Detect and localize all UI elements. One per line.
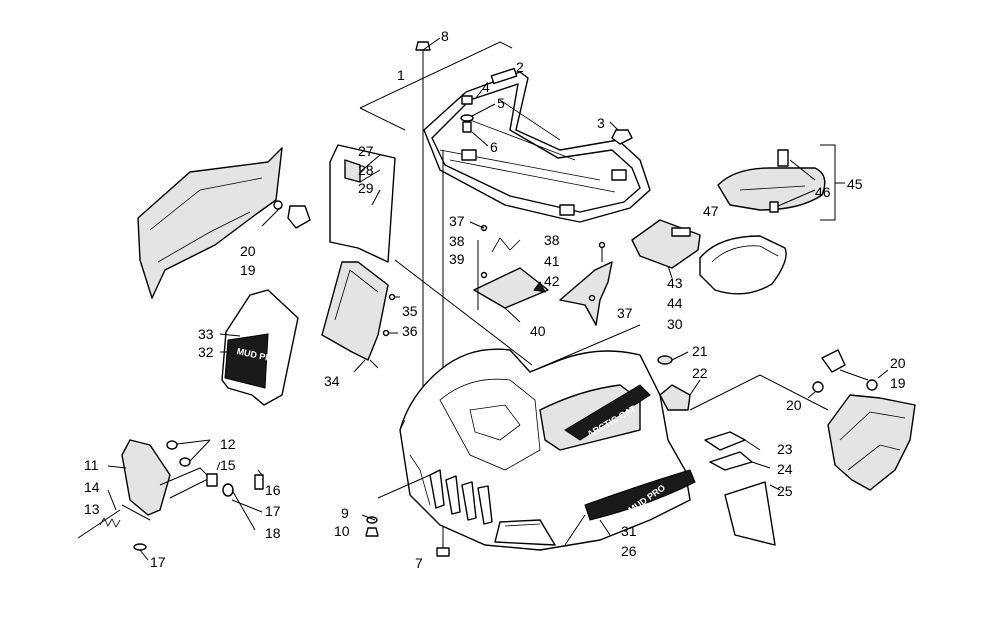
front-rack [423, 67, 651, 223]
part-21-22 [657, 351, 701, 411]
inner-fender-34 [321, 261, 389, 369]
label-6: 6 [490, 139, 498, 155]
storage-lid [717, 149, 826, 213]
label-38b: 38 [544, 232, 560, 248]
decals-23-25 [704, 431, 781, 546]
label-27: 27 [358, 143, 374, 159]
label-25: 25 [777, 483, 793, 499]
sheet-27-29 [329, 144, 396, 263]
label-12: 12 [220, 436, 236, 452]
screws-37-38-39 [469, 221, 488, 279]
label-32: 32 [198, 344, 214, 360]
mudflap-11 [107, 439, 211, 516]
storage-box-44 [699, 235, 787, 295]
label-24: 24 [777, 461, 793, 477]
label-40: 40 [530, 323, 546, 339]
label-31: 31 [621, 523, 637, 539]
hood-leaders [529, 324, 641, 546]
label-19a: 19 [240, 262, 256, 278]
label-3: 3 [597, 115, 605, 131]
label-30: 30 [667, 316, 683, 332]
rack-bracket [359, 41, 513, 131]
right-panel-leaders [689, 369, 889, 411]
tray-43 [631, 219, 701, 279]
label-8: 8 [441, 28, 449, 44]
label-35: 35 [402, 303, 418, 319]
label-20b: 20 [890, 355, 906, 371]
right-side-panel-19 [812, 349, 916, 491]
label-26: 26 [621, 543, 637, 559]
label-5: 5 [497, 95, 505, 111]
label-44: 44 [667, 295, 683, 311]
label-13: 13 [84, 501, 100, 517]
leader-panel-hood [394, 259, 533, 366]
bracket-45 [820, 144, 845, 221]
hardware-12-18 [166, 439, 264, 531]
label-7: 7 [415, 555, 423, 571]
side-cover-32: MUD PRO [221, 289, 299, 406]
bracket-40 [473, 237, 549, 323]
label-14: 14 [84, 479, 100, 495]
label-23: 23 [777, 441, 793, 457]
label-17a: 17 [265, 503, 281, 519]
label-46: 46 [815, 184, 831, 200]
spring-13-14 [77, 489, 151, 561]
label-21: 21 [692, 343, 708, 359]
label-41: 41 [544, 253, 560, 269]
label-18: 18 [265, 525, 281, 541]
label-17b: 17 [150, 554, 166, 570]
leader-34 [353, 359, 366, 373]
label-20a: 20 [240, 243, 256, 259]
nut-3 [609, 121, 633, 145]
parts-9-10 [361, 474, 431, 537]
label-19b: 19 [890, 375, 906, 391]
label-43: 43 [667, 275, 683, 291]
label-45: 45 [847, 176, 863, 192]
label-2: 2 [516, 59, 524, 75]
label-33: 33 [198, 326, 214, 342]
screws-35-36 [382, 293, 400, 337]
leader-20a [261, 205, 283, 227]
label-20c: 20 [786, 397, 802, 413]
label-11: 11 [84, 457, 99, 473]
label-42: 42 [544, 273, 560, 289]
label-9: 9 [341, 505, 349, 521]
label-36: 36 [402, 323, 418, 339]
label-38a: 38 [449, 233, 465, 249]
front-body-30: ARCTIC CAT MUD PRO [399, 348, 696, 551]
label-10: 10 [334, 523, 350, 539]
label-37b: 37 [617, 305, 633, 321]
label-15: 15 [220, 457, 236, 473]
fasteners-4-5-6 [460, 89, 496, 147]
leader-33 [219, 333, 241, 337]
label-47: 47 [703, 203, 719, 219]
bracket-42 [559, 241, 613, 326]
label-4: 4 [482, 79, 490, 95]
label-16: 16 [265, 482, 281, 498]
part-labels: 1 2 3 4 5 6 7 8 9 10 11 12 13 14 15 16 1… [84, 28, 906, 571]
nut-7 [436, 547, 450, 557]
label-34: 34 [324, 373, 340, 389]
label-28: 28 [358, 162, 374, 178]
label-39: 39 [449, 251, 465, 267]
label-37a: 37 [449, 213, 465, 229]
left-side-panel-19 [137, 147, 311, 299]
label-1: 1 [397, 67, 405, 83]
label-22: 22 [692, 365, 708, 381]
label-29: 29 [358, 180, 374, 196]
